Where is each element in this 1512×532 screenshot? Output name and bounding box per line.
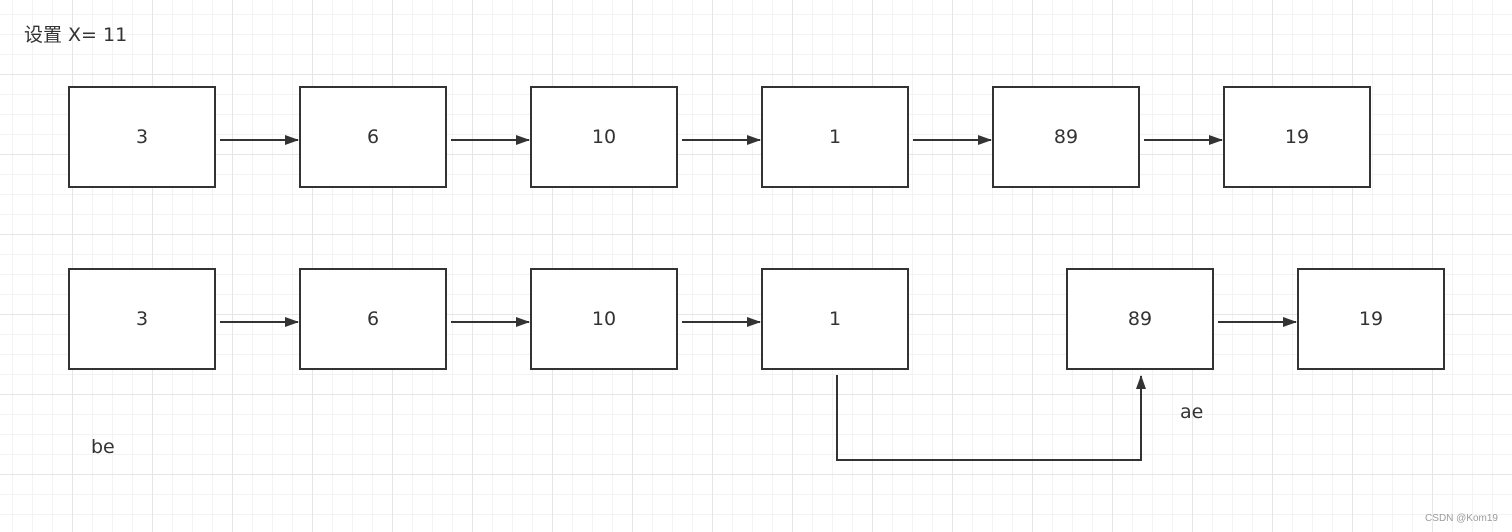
row2-node-1: 3 [68,268,216,370]
watermark: CSDN @Kom19 [1425,513,1498,524]
row1-node-5: 89 [992,86,1140,188]
row2-node-3: 10 [530,268,678,370]
be-label: be [91,436,115,458]
row2-node-6: 19 [1297,268,1445,370]
row1-node-1: 3 [68,86,216,188]
row2-node-4: 1 [761,268,909,370]
ae-label: ae [1180,401,1204,423]
setting-x-label: 设置 X= 11 [24,24,128,46]
bypass-arrow [836,375,1146,461]
row2-node-2: 6 [299,268,447,370]
row1-node-4: 1 [761,86,909,188]
row2-node-5: 89 [1066,268,1214,370]
row1-node-2: 6 [299,86,447,188]
row1-node-3: 10 [530,86,678,188]
row1-node-6: 19 [1223,86,1371,188]
